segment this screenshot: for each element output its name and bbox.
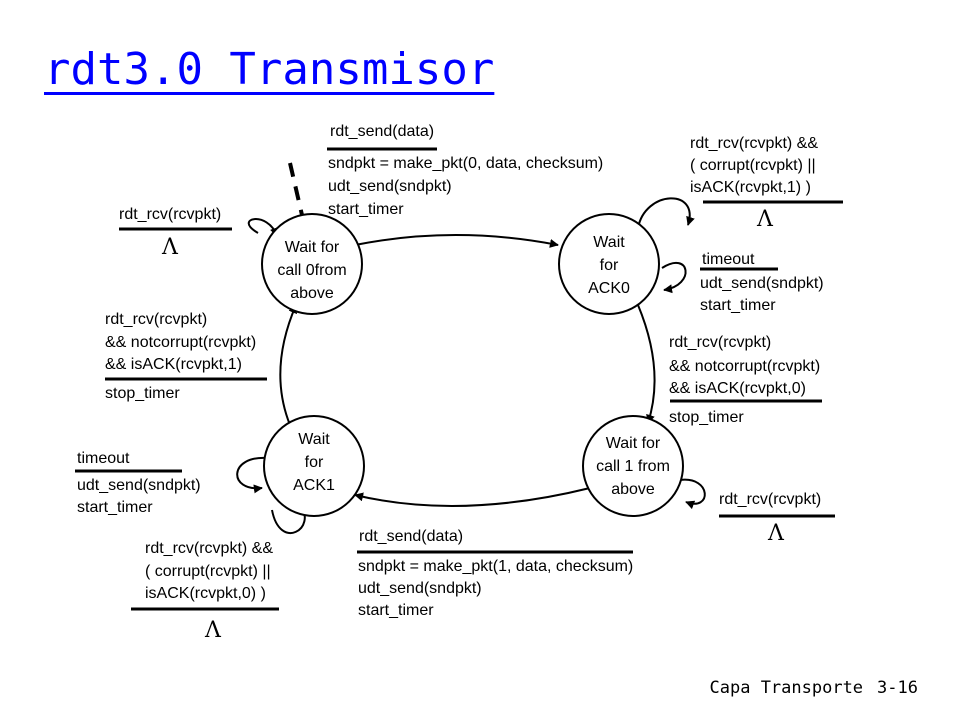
label-ack0-to-call1: rdt_rcv(rcvpkt) && notcorrupt(rcvpkt) &&… [669, 334, 822, 426]
state-label: Wait [298, 431, 330, 448]
state-wait-call0: Wait for call 0from above [261, 213, 363, 315]
event-text: rdt_rcv(rcvpkt) && [145, 540, 273, 557]
lambda-symbol: Λ [161, 235, 179, 260]
action-text: udt_send(sndpkt) [77, 477, 201, 494]
event-text: rdt_rcv(rcvpkt) && [690, 135, 818, 152]
action-text: start_timer [77, 499, 153, 516]
event-text: timeout [702, 251, 755, 268]
action-text: stop_timer [669, 409, 744, 426]
state-label: Wait for [606, 435, 661, 452]
action-text: sndpkt = make_pkt(0, data, checksum) [328, 155, 603, 172]
action-text: stop_timer [105, 385, 180, 402]
event-text: rdt_send(data) [359, 528, 463, 545]
event-text: timeout [77, 450, 130, 467]
action-text: udt_send(sndpkt) [328, 178, 452, 195]
event-text: && notcorrupt(rcvpkt) [105, 334, 256, 351]
state-wait-ack1: Wait for ACK1 [263, 415, 365, 517]
action-text: sndpkt = make_pkt(1, data, checksum) [358, 558, 633, 575]
state-label: for [305, 454, 324, 471]
state-label: above [290, 285, 334, 302]
state-wait-ack0: Wait for ACK0 [558, 213, 660, 315]
action-text: start_timer [358, 602, 434, 619]
edge-call0-to-ack0 [354, 234, 559, 248]
event-text: && isACK(rcvpkt,0) [669, 380, 806, 397]
event-text: ( corrupt(rcvpkt) || [690, 157, 816, 174]
event-text: && isACK(rcvpkt,1) [105, 356, 242, 373]
label-call0-to-ack0: rdt_send(data) sndpkt = make_pkt(0, data… [327, 123, 603, 218]
loop-call0 [247, 218, 279, 237]
slide-footer: Capa Transporte 3-16 [710, 678, 918, 698]
event-text: rdt_send(data) [330, 123, 434, 140]
state-label: for [600, 257, 619, 274]
label-call0-loop: rdt_rcv(rcvpkt) Λ [119, 206, 232, 260]
loop-ack0-corrupt [637, 197, 695, 229]
event-text: && notcorrupt(rcvpkt) [669, 358, 820, 375]
state-label: Wait [593, 234, 625, 251]
lambda-symbol: Λ [756, 207, 774, 232]
event-text: isACK(rcvpkt,0) ) [145, 585, 266, 602]
edge-ack1-to-call0 [279, 304, 297, 426]
label-call1-loop: rdt_rcv(rcvpkt) Λ [719, 491, 835, 546]
label-ack1-loop-timeout: timeout udt_send(sndpkt) start_timer [75, 450, 201, 516]
label-ack1-loop-corrupt: rdt_rcv(rcvpkt) && ( corrupt(rcvpkt) || … [131, 540, 279, 643]
lambda-symbol: Λ [204, 618, 222, 643]
action-text: udt_send(sndpkt) [700, 275, 824, 292]
action-text: start_timer [700, 297, 776, 314]
event-text: rdt_rcv(rcvpkt) [105, 311, 207, 328]
label-ack0-loop-corrupt: rdt_rcv(rcvpkt) && ( corrupt(rcvpkt) || … [690, 135, 843, 232]
edge-call1-to-ack1 [354, 487, 591, 507]
loop-ack0-timeout [661, 261, 687, 294]
lambda-symbol: Λ [767, 521, 785, 546]
event-text: rdt_rcv(rcvpkt) [719, 491, 821, 508]
page-title: rdt3.0 Transmisor [44, 44, 495, 95]
footer-page-number: 3-16 [877, 678, 918, 698]
state-label: Wait for [285, 239, 340, 256]
state-label: call 1 from [596, 458, 670, 475]
event-text: rdt_rcv(rcvpkt) [669, 334, 771, 351]
action-text: start_timer [328, 201, 404, 218]
label-ack0-loop-timeout: timeout udt_send(sndpkt) start_timer [700, 251, 824, 314]
loop-call1 [679, 478, 706, 510]
event-text: rdt_rcv(rcvpkt) [119, 206, 221, 223]
state-wait-call1: Wait for call 1 from above [582, 415, 684, 517]
footer-chapter: Capa Transporte [709, 678, 864, 698]
state-label: ACK1 [293, 477, 335, 494]
event-text: ( corrupt(rcvpkt) || [145, 563, 271, 580]
state-label: above [611, 481, 655, 498]
state-label: ACK0 [588, 280, 630, 297]
action-text: udt_send(sndpkt) [358, 580, 482, 597]
label-call1-to-ack1: rdt_send(data) sndpkt = make_pkt(1, data… [357, 528, 633, 619]
loop-ack1-timeout [236, 456, 269, 494]
state-label: call 0from [277, 262, 346, 279]
event-text: isACK(rcvpkt,1) ) [690, 179, 811, 196]
edge-ack0-to-call1 [637, 304, 656, 424]
label-ack1-to-call0: rdt_rcv(rcvpkt) && notcorrupt(rcvpkt) &&… [105, 311, 267, 402]
